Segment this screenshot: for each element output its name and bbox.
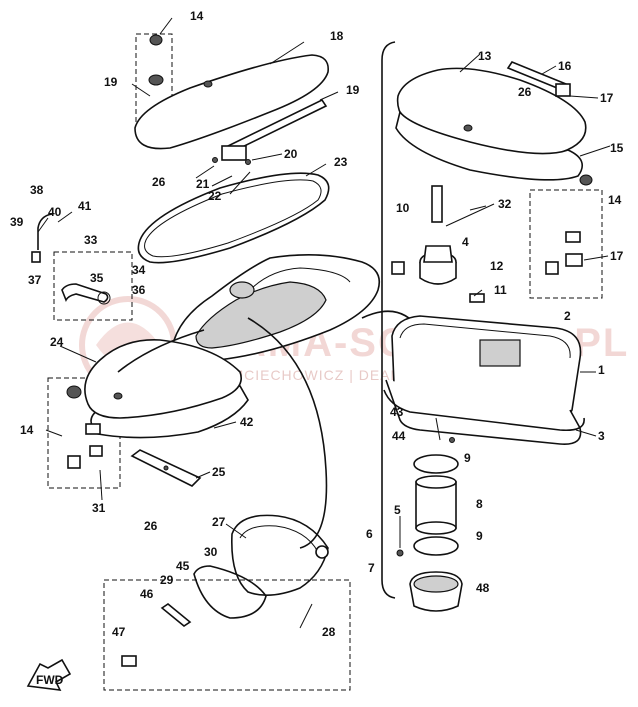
label-5: 5: [394, 503, 401, 517]
lid-right: [395, 67, 587, 181]
label-27: 27: [212, 515, 226, 529]
label-23: 23: [334, 155, 348, 169]
label-26: 26: [144, 519, 158, 533]
canister-stack: [409, 454, 463, 612]
pump-assembly: [391, 185, 495, 303]
label-39: 39: [10, 215, 24, 229]
fwd-arrow-icon: FWD: [26, 658, 72, 691]
label-22: 22: [208, 189, 222, 203]
seal-ring: [137, 172, 330, 264]
label-35: 35: [90, 271, 104, 285]
hinge-right: [506, 61, 571, 97]
label-17: 17: [600, 91, 614, 105]
label-7: 7: [368, 561, 375, 575]
fwd-label: FWD: [36, 673, 64, 687]
label-2: 2: [564, 309, 571, 323]
label-4: 4: [462, 235, 469, 249]
box-gasket: [193, 565, 267, 619]
label-37: 37: [28, 273, 42, 287]
label-36: 36: [132, 283, 146, 297]
label-6: 6: [366, 527, 373, 541]
label-32: 32: [498, 197, 512, 211]
label-44: 44: [392, 429, 406, 443]
label-41: 41: [78, 199, 92, 213]
label-43: 43: [390, 405, 404, 419]
label-19: 19: [346, 83, 360, 97]
label-14: 14: [608, 193, 622, 207]
label-13: 13: [478, 49, 492, 63]
label-38: 38: [30, 183, 44, 197]
lid-front-left: [66, 339, 249, 439]
bracket-25: [130, 449, 202, 487]
storage-tub: [385, 315, 582, 445]
label-40: 40: [48, 205, 62, 219]
label-10: 10: [396, 201, 410, 215]
label-24: 24: [50, 335, 64, 349]
label-11: 11: [494, 283, 507, 297]
hull-body: [171, 254, 381, 362]
latch-parts: [67, 423, 103, 469]
label-26: 26: [152, 175, 166, 189]
leader-lines: [37, 17, 611, 629]
label-34: 34: [132, 263, 146, 277]
label-28: 28: [322, 625, 336, 639]
label-48: 48: [476, 581, 490, 595]
label-46: 46: [140, 587, 154, 601]
tub-gasket: [383, 389, 585, 432]
lid-upper-left: [134, 34, 329, 150]
label-3: 3: [598, 429, 605, 443]
part-labels: 14 18 19 19 20 21 22 23 26 38 39 40 41 3…: [10, 9, 624, 639]
label-30: 30: [204, 545, 218, 559]
label-42: 42: [240, 415, 254, 429]
label-47: 47: [112, 625, 126, 639]
label-9: 9: [464, 451, 471, 465]
label-18: 18: [330, 29, 344, 43]
label-14: 14: [20, 423, 34, 437]
right-latch-parts: [545, 174, 593, 275]
label-12: 12: [490, 259, 504, 273]
label-8: 8: [476, 497, 483, 511]
label-31: 31: [92, 501, 106, 515]
label-1: 1: [598, 363, 605, 377]
bracket-29: [103, 579, 351, 691]
label-20: 20: [284, 147, 298, 161]
label-45: 45: [176, 559, 190, 573]
label-15: 15: [610, 141, 624, 155]
label-19: 19: [104, 75, 118, 89]
label-26: 26: [518, 85, 532, 99]
label-16: 16: [558, 59, 572, 73]
group-brackets: [47, 33, 603, 599]
bolts: [396, 417, 455, 557]
label-17: 17: [610, 249, 624, 263]
label-14: 14: [190, 9, 204, 23]
label-29: 29: [160, 573, 174, 587]
hinge-strip: [212, 98, 328, 165]
label-21: 21: [196, 177, 210, 191]
storage-box: [231, 514, 329, 596]
label-25: 25: [212, 465, 226, 479]
label-33: 33: [84, 233, 98, 247]
label-9: 9: [476, 529, 483, 543]
handle-rail: [31, 213, 111, 305]
